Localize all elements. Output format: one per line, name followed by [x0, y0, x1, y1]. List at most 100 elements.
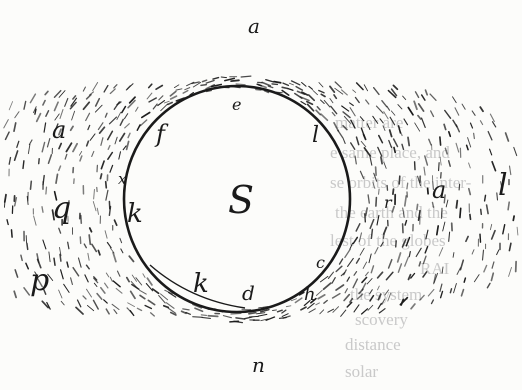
hatch-stroke	[46, 111, 49, 116]
hatch-stroke	[282, 91, 289, 96]
hatch-stroke	[110, 277, 112, 281]
hatch-stroke	[408, 108, 413, 115]
hatch-stroke	[404, 119, 408, 125]
hatch-stroke	[334, 95, 336, 98]
hatch-stroke	[140, 295, 145, 298]
hatch-stroke	[30, 94, 35, 103]
hatch-stroke	[120, 119, 123, 125]
hatch-stroke	[288, 89, 293, 91]
hatch-stroke	[117, 112, 121, 119]
hatch-stroke	[490, 149, 492, 155]
hatch-stroke	[42, 207, 43, 212]
hatch-stroke	[24, 101, 26, 109]
label-left: q	[52, 191, 71, 226]
hatch-stroke	[127, 278, 129, 282]
hatch-stroke	[140, 290, 147, 294]
hatch-stroke	[88, 125, 90, 129]
hatch-stroke	[55, 102, 59, 110]
hatch-stroke	[441, 291, 443, 297]
hatch-stroke	[394, 148, 395, 153]
hatch-stroke	[54, 258, 55, 265]
hatch-stroke	[369, 254, 371, 263]
hatch-stroke	[84, 102, 90, 109]
hatch-stroke	[302, 83, 306, 87]
hatch-stroke	[309, 95, 315, 100]
hatch-stroke	[17, 141, 19, 147]
hatch-stroke	[362, 278, 367, 283]
hatch-stroke	[341, 310, 346, 316]
hatch-stroke	[513, 216, 514, 220]
hatch-stroke	[153, 289, 159, 293]
hatch-stroke	[289, 83, 293, 85]
hatch-stroke	[428, 188, 429, 194]
hatch-stroke	[398, 264, 401, 272]
hatch-stroke	[366, 272, 369, 276]
label-circle-lower-right-b: h	[304, 284, 316, 305]
hatch-stroke	[468, 138, 471, 147]
hatch-stroke	[105, 231, 107, 239]
hatch-stroke	[364, 85, 367, 91]
hatch-stroke	[122, 107, 126, 113]
hatch-stroke	[110, 89, 115, 94]
hatch-stroke	[432, 300, 434, 304]
hatch-stroke	[460, 208, 461, 217]
hatch-stroke	[414, 101, 417, 109]
hatch-stroke	[26, 263, 28, 269]
hatch-stroke	[350, 103, 354, 106]
hatch-stroke	[119, 152, 121, 159]
hatch-stroke	[426, 90, 428, 95]
hatch-stroke	[490, 114, 494, 121]
hatch-stroke	[27, 243, 28, 249]
hatch-stroke	[101, 138, 103, 146]
hatch-stroke	[100, 127, 105, 133]
hatch-stroke	[481, 209, 482, 214]
hatch-stroke	[114, 85, 117, 88]
hatch-stroke	[266, 80, 274, 82]
hatch-stroke	[223, 316, 231, 318]
hatch-stroke	[87, 141, 89, 146]
hatch-stroke	[39, 159, 40, 164]
hatch-stroke	[94, 300, 99, 309]
hatch-stroke	[371, 266, 373, 273]
hatch-stroke	[79, 151, 81, 155]
hatch-stroke	[483, 250, 484, 260]
hatch-stroke	[510, 166, 511, 175]
hatch-stroke	[21, 255, 22, 260]
hatch-stroke	[330, 99, 333, 103]
hatch-stroke	[422, 95, 425, 100]
hatch-stroke	[92, 244, 96, 251]
hatch-stroke	[110, 248, 114, 253]
hatch-stroke	[59, 228, 61, 233]
label-right-outer: l	[498, 168, 508, 203]
hatch-stroke	[485, 195, 486, 201]
hatch-stroke	[282, 314, 288, 317]
hatch-stroke	[87, 95, 91, 99]
hatch-stroke	[422, 118, 426, 127]
hatch-stroke	[151, 313, 155, 316]
hatch-stroke	[106, 190, 108, 200]
hatch-stroke	[335, 82, 341, 88]
hatch-stroke	[84, 244, 86, 248]
hatch-stroke	[449, 232, 450, 241]
hatch-stroke	[379, 136, 383, 143]
label-circle-upper-right: l	[312, 123, 319, 148]
hatch-stroke	[193, 317, 203, 318]
hatch-stroke	[164, 306, 169, 308]
hatch-stroke	[456, 201, 457, 208]
hatch-stroke	[442, 208, 443, 218]
hatch-stroke	[37, 114, 41, 122]
hatch-stroke	[127, 142, 129, 150]
hatch-stroke	[121, 249, 123, 253]
hatch-stroke	[282, 87, 288, 88]
hatch-stroke	[101, 288, 105, 293]
hatch-stroke	[45, 91, 48, 94]
hatch-stroke	[366, 100, 369, 104]
hatch-stroke	[357, 259, 360, 264]
hatch-stroke	[365, 214, 366, 222]
hatch-stroke	[316, 303, 320, 305]
hatch-stroke	[108, 131, 113, 139]
hatch-stroke	[67, 262, 68, 267]
hatch-stroke	[221, 77, 226, 78]
hatch-stroke	[108, 153, 112, 160]
hatch-stroke	[171, 96, 177, 99]
